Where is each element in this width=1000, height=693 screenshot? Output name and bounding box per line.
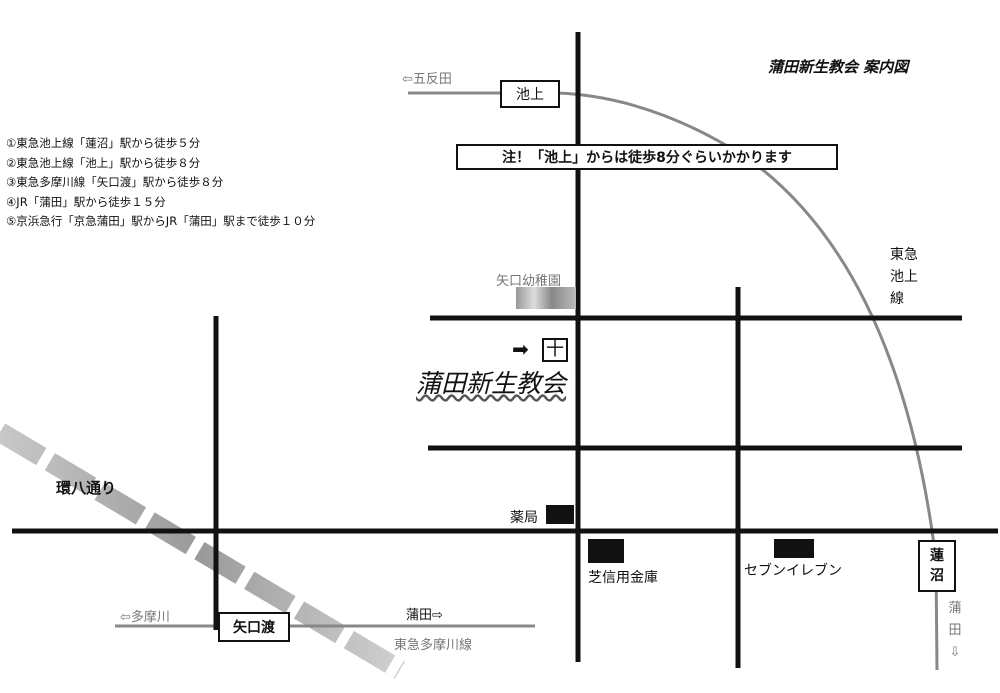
ikegami-line-track: [408, 91, 939, 671]
ikegami-line-label: 東急池上線: [890, 244, 938, 310]
kamata-south-direction-label: 蒲田⇩: [948, 598, 962, 664]
pharmacy-marker: [546, 505, 574, 524]
gotanda-direction-label: ⇦五反田: [402, 72, 452, 87]
kindergarten-block: [516, 287, 576, 309]
church-arrow-icon: ➡: [512, 337, 529, 361]
kindergarten-label: 矢口幼稚園: [496, 274, 562, 289]
ikegami-line-text: 東急池上線: [890, 247, 918, 307]
church-name: 蒲田新生教会: [416, 369, 567, 398]
shinkin-bank-marker: [588, 539, 624, 563]
ikegami-station: 池上: [500, 80, 560, 108]
yaguchinowatashi-station: 矢口渡: [218, 612, 290, 642]
direction-item: ⑤京浜急行「京急蒲田」駅からJR「蒲田」駅まで徒歩１０分: [6, 214, 316, 228]
directions-list: ①東急池上線「蓮沼」駅から徒歩５分 ②東急池上線「池上」駅から徒歩８分 ③東急多…: [6, 134, 315, 232]
direction-item: ③東急多摩川線「矢口渡」駅から徒歩８分: [6, 175, 224, 189]
tamagawa-line-label: 東急多摩川線: [394, 638, 473, 653]
hasunuma-station-label: 蓮沼: [930, 548, 944, 584]
direction-item: ④JR「蒲田」駅から徒歩１５分: [6, 194, 166, 209]
pharmacy-label: 薬局: [510, 510, 538, 526]
kanpachi-road: [0, 423, 406, 679]
kamata-south-text: 蒲田⇩: [948, 601, 962, 660]
kanpachi-road-label: 環八通り: [56, 479, 117, 497]
direction-item: ①東急池上線「蓮沼」駅から徒歩５分: [6, 136, 201, 150]
seven-eleven-label: セブンイレブン: [744, 563, 842, 579]
kamata-east-direction-label: 蒲田⇨: [406, 608, 443, 623]
tamagawa-direction-label: ⇦多摩川: [120, 610, 170, 625]
seven-eleven-marker: [774, 539, 814, 558]
map-title: 蒲田新生教会 案内図: [768, 58, 909, 76]
hasunuma-station: 蓮沼: [918, 540, 956, 592]
church-cross-icon: 十: [542, 338, 568, 362]
walking-time-note: 注！「池上」からは徒歩8分ぐらいかかります: [456, 144, 838, 170]
direction-item: ②東急池上線「池上」駅から徒歩８分: [6, 155, 201, 170]
shinkin-bank-label: 芝信用金庫: [588, 570, 658, 586]
